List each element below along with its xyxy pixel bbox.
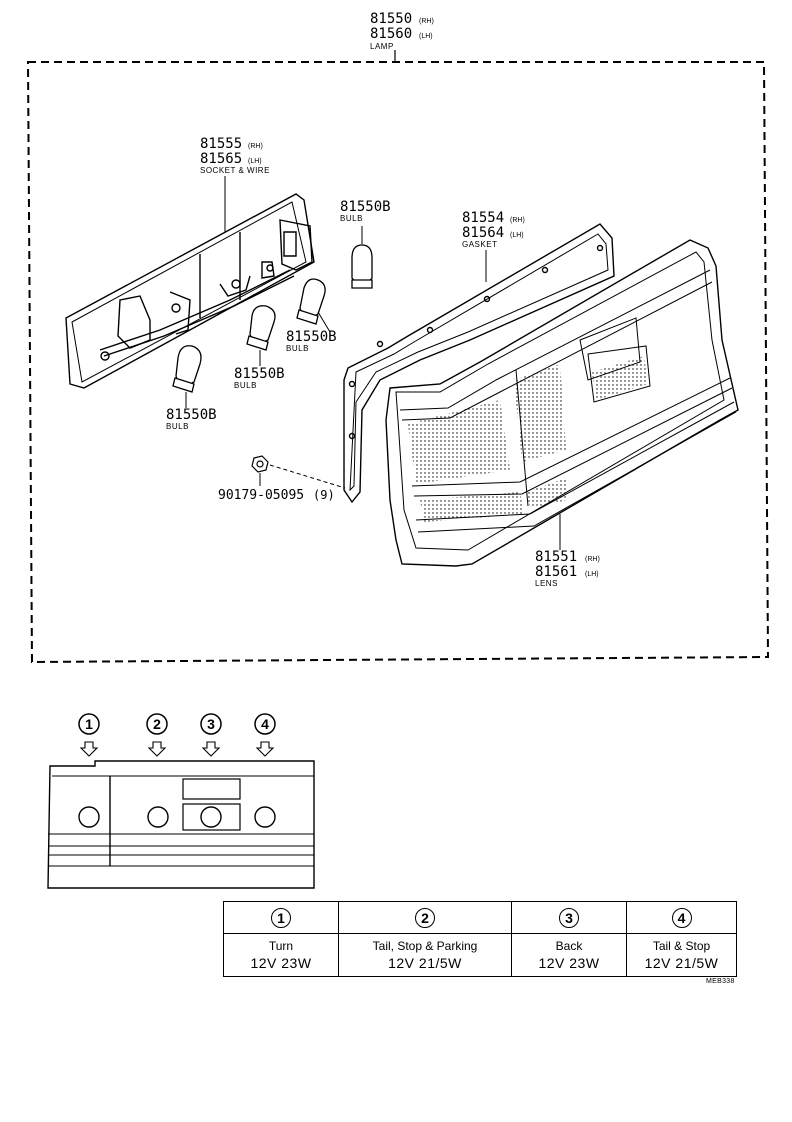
spec-column-3: 3 Back 12V 23W: [512, 902, 627, 976]
spec-rating-2: 12V 21/5W: [388, 954, 462, 971]
position-marker-4: 4: [254, 713, 276, 757]
arrow-down-icon: [201, 741, 221, 757]
socket-rh-tag: (RH): [248, 143, 263, 150]
spec-number-4: 4: [671, 907, 692, 928]
spec-rating-4: 12V 21/5W: [644, 954, 719, 971]
bulb-top-name: BULB: [340, 214, 363, 223]
spec-number-1: 1: [271, 907, 291, 928]
nut-part: 90179-05095: [218, 488, 304, 503]
socket-wire-plate: [65, 193, 315, 389]
lens-name: LENS: [535, 579, 558, 588]
lens-label: 81551 (RH) 81561 (LH) LENS: [535, 549, 600, 588]
position-3-label: 3: [207, 716, 215, 732]
spec-number-2: 2: [415, 907, 435, 928]
bulb-left: [172, 345, 202, 408]
drawing-code: MEB338: [706, 978, 735, 985]
bulb-center: [246, 305, 276, 366]
bulb-mid-label: 81550B BULB: [286, 329, 337, 353]
gasket: [343, 223, 615, 504]
bulb-left-part: 81550B: [166, 407, 217, 423]
nut-qty: (9): [313, 488, 335, 502]
position-marker-3: 3: [200, 713, 222, 757]
bulb-center-name: BULB: [234, 381, 257, 390]
lamp-rh-tag: (RH): [419, 18, 434, 25]
spec-use-3: Back: [555, 938, 583, 953]
lamp-assembly-frame: [26, 61, 770, 664]
lens-rh-part: 81551: [535, 549, 577, 565]
socket-rh-part: 81555: [200, 136, 242, 152]
lens-lh-tag: (LH): [585, 571, 599, 578]
bulb-mid-name: BULB: [286, 344, 309, 353]
nut: [251, 455, 269, 473]
bulb-top: [351, 226, 373, 289]
spec-column-1: 1 Turn 12V 23W: [224, 902, 339, 976]
socket-label: 81555 (RH) 81565 (LH) SOCKET & WIRE: [200, 136, 270, 175]
arrow-down-icon: [79, 741, 99, 757]
spec-use-2: Tail, Stop & Parking: [372, 938, 478, 953]
lamp-lh-tag: (LH): [419, 33, 433, 40]
lens: [385, 239, 739, 567]
gasket-name: GASKET: [462, 240, 497, 249]
bulb-spec-table: 1 Turn 12V 23W 2 Tail, Stop & Parking 12…: [223, 901, 737, 977]
gasket-label: 81554 (RH) 81564 (LH) GASKET: [462, 210, 525, 249]
gasket-rh-tag: (RH): [510, 217, 525, 224]
bulb-mid: [296, 278, 331, 333]
lamp-lh-part: 81560: [370, 26, 412, 42]
spec-column-4: 4 Tail & Stop 12V 21/5W: [627, 902, 736, 976]
lens-lh-part: 81561: [535, 564, 577, 580]
spec-rating-1: 12V 23W: [250, 954, 312, 971]
gasket-lh-part: 81564: [462, 225, 504, 241]
lamp-rh-part: 81550: [370, 11, 412, 27]
socket-lh-part: 81565: [200, 151, 242, 167]
bulb-center-label: 81550B BULB: [234, 366, 285, 390]
socket-name: SOCKET & WIRE: [200, 166, 270, 175]
lens-rh-tag: (RH): [585, 556, 600, 563]
bulb-top-part: 81550B: [340, 199, 391, 215]
gasket-rh-part: 81554: [462, 210, 504, 226]
spec-use-1: Turn: [268, 938, 294, 953]
bulb-top-label: 81550B BULB: [340, 199, 391, 223]
nut-label: 90179-05095 (9): [218, 488, 335, 503]
position-4-label: 4: [261, 716, 269, 732]
socket-lh-tag: (LH): [248, 158, 262, 165]
arrow-down-icon: [255, 741, 275, 757]
spec-number-3: 3: [559, 907, 579, 928]
position-marker-2: 2: [146, 713, 168, 757]
lamp-name: LAMP: [370, 42, 394, 51]
arrow-down-icon: [147, 741, 167, 757]
position-marker-1: 1: [78, 713, 100, 757]
bulb-left-label: 81550B BULB: [166, 407, 217, 431]
bulb-center-part: 81550B: [234, 366, 285, 382]
position-2-label: 2: [153, 716, 161, 732]
position-1-label: 1: [85, 716, 93, 732]
bulb-mid-part: 81550B: [286, 329, 337, 345]
gasket-lh-tag: (LH): [510, 232, 524, 239]
lamp-face-schematic: [47, 760, 315, 889]
lamp-label: 81550 (RH) 81560 (LH) LAMP: [370, 11, 434, 51]
spec-column-2: 2 Tail, Stop & Parking 12V 21/5W: [339, 902, 512, 976]
spec-use-4: Tail & Stop: [652, 938, 711, 953]
spec-rating-3: 12V 23W: [538, 954, 600, 971]
bulb-left-name: BULB: [166, 422, 189, 431]
nut-dashed-line: [269, 464, 346, 489]
